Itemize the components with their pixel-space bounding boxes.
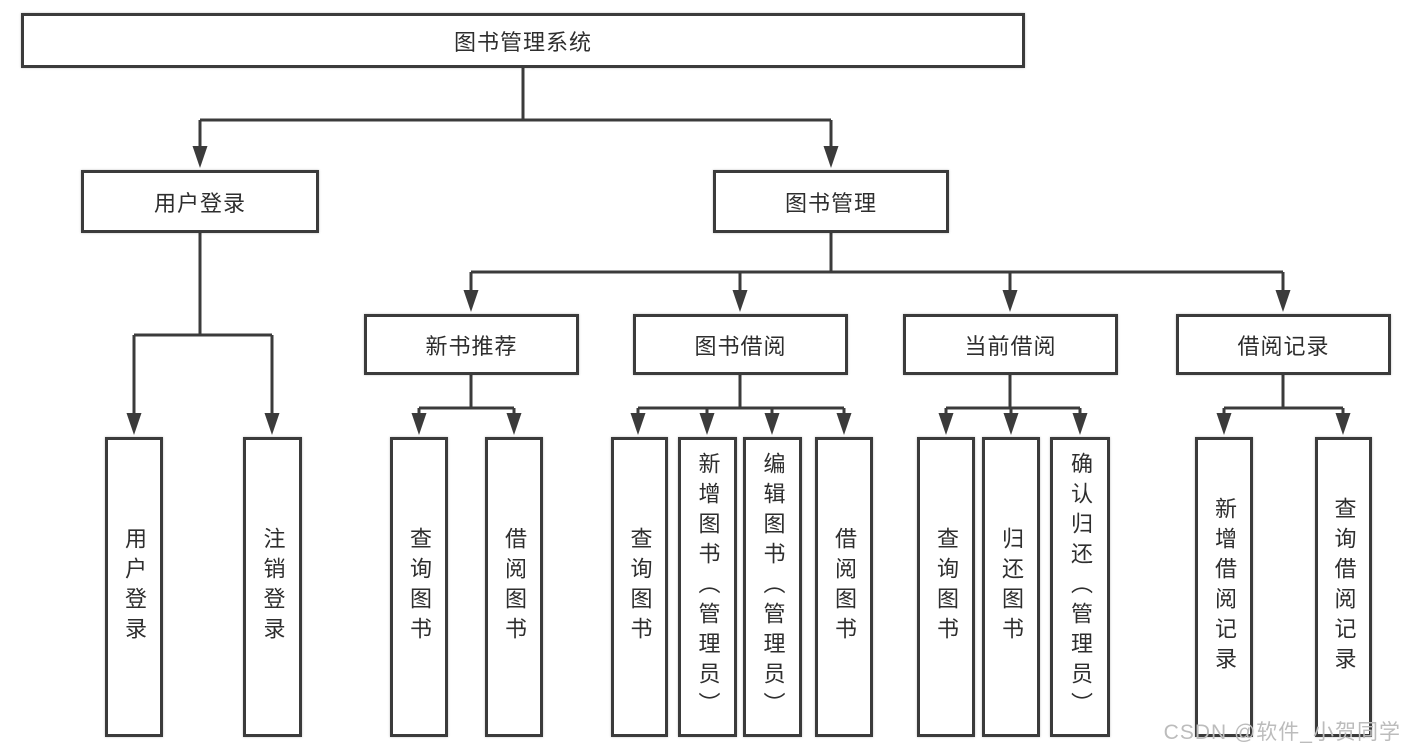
leaf-label: 查询图书 — [934, 527, 959, 647]
node-user-login: 用户登录 — [81, 170, 319, 233]
leaf-borrow-books-recommend: 借阅图书 — [485, 437, 543, 737]
leaf-label: 查询图书 — [407, 527, 432, 647]
leaf-label: 借阅图书 — [832, 527, 857, 647]
node-new-book-recommend: 新书推荐 — [364, 314, 579, 375]
leaf-label: 借阅图书 — [502, 527, 527, 647]
leaf-add-book-admin: 新增图书（管理员） — [678, 437, 737, 737]
leaf-label: 新增借阅记录 — [1212, 497, 1237, 677]
connector-new-book-split — [419, 375, 514, 410]
connector-borrow-records-split — [1224, 375, 1343, 410]
leaf-edit-book-admin: 编辑图书（管理员） — [743, 437, 802, 737]
leaf-label: 确认归还（管理员） — [1068, 452, 1093, 722]
leaf-query-books-borrow: 查询图书 — [611, 437, 668, 737]
leaf-label: 归还图书 — [999, 527, 1024, 647]
leaf-borrow-books: 借阅图书 — [815, 437, 873, 737]
leaf-logout: 注销登录 — [243, 437, 302, 737]
connector-root-split — [200, 68, 831, 122]
node-user-login-label: 用户登录 — [153, 190, 246, 216]
node-current-borrow-label: 当前借阅 — [964, 333, 1057, 359]
leaf-label: 查询借阅记录 — [1331, 497, 1357, 677]
leaf-query-books-recommend: 查询图书 — [390, 437, 448, 737]
node-library-system-label: 图书管理系统 — [453, 29, 592, 55]
leaf-add-borrow-record: 新增借阅记录 — [1195, 437, 1253, 737]
leaf-label: 用户登录 — [122, 527, 147, 647]
node-book-borrow: 图书借阅 — [633, 314, 848, 375]
leaf-label: 查询图书 — [627, 527, 653, 647]
leaf-label: 新增图书（管理员） — [695, 452, 721, 722]
connector-book-borrow-split — [638, 375, 844, 410]
leaf-query-books-current: 查询图书 — [917, 437, 975, 737]
connector-book-management-split — [471, 233, 1283, 274]
leaf-label: 编辑图书（管理员） — [760, 452, 786, 722]
node-current-borrow: 当前借阅 — [903, 314, 1118, 375]
leaf-user-login: 用户登录 — [105, 437, 163, 737]
leaf-confirm-return-admin: 确认归还（管理员） — [1050, 437, 1110, 737]
node-borrow-records-label: 借阅记录 — [1237, 333, 1330, 359]
node-new-book-recommend-label: 新书推荐 — [425, 333, 518, 359]
leaf-query-borrow-record: 查询借阅记录 — [1315, 437, 1372, 737]
leaf-label: 注销登录 — [260, 527, 286, 647]
node-book-management: 图书管理 — [713, 170, 949, 233]
node-borrow-records: 借阅记录 — [1176, 314, 1391, 375]
node-book-management-label: 图书管理 — [784, 190, 877, 216]
node-library-system: 图书管理系统 — [21, 13, 1025, 68]
node-book-borrow-label: 图书借阅 — [694, 333, 787, 359]
connector-current-borrow-split — [946, 375, 1080, 410]
csdn-watermark: CSDN @软件_小贺同学 — [1163, 721, 1401, 744]
leaf-return-books: 归还图书 — [982, 437, 1040, 737]
connector-user-login-split — [134, 233, 272, 337]
